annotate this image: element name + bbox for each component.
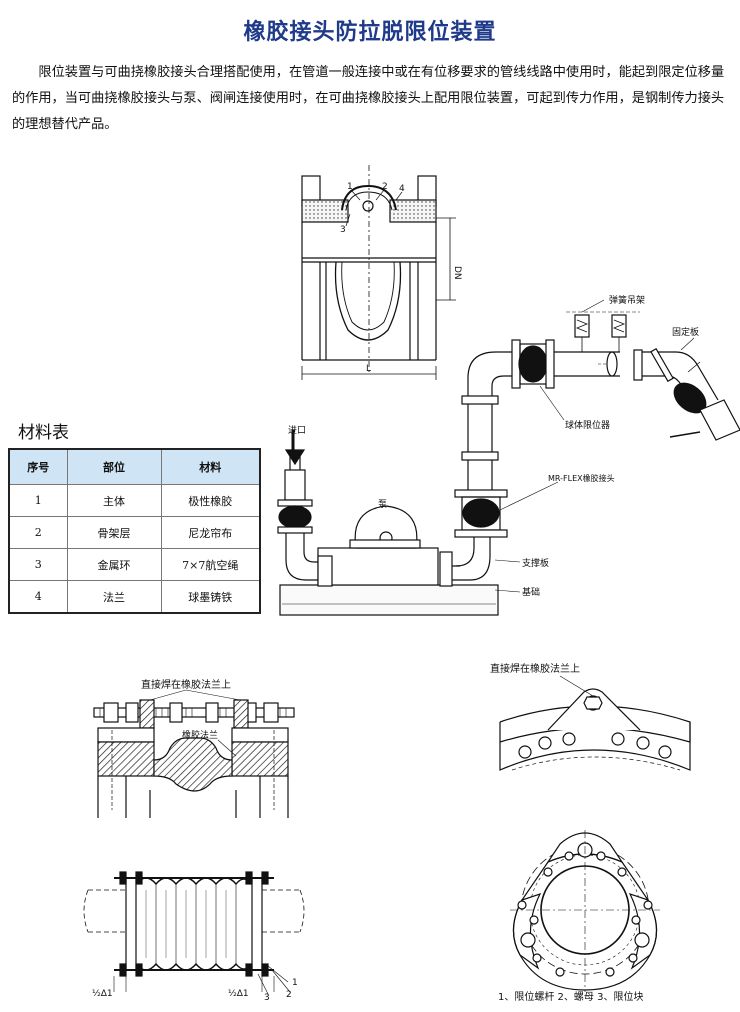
label-support-plate: 支撑板 [522,557,549,569]
rubber-joint-section-drawing [301,165,456,380]
table-row: 2 骨架层 尼龙帘布 [8,516,261,549]
cell-material: 尼龙帘布 [160,516,261,549]
callout-2: 2 [382,182,388,192]
dim-dn-label: DN [452,266,462,280]
cell-part: 金属环 [66,548,162,581]
bellows-callout-1: 1 [292,978,298,988]
table-row: 1 主体 极性橡胶 [8,484,261,517]
materials-table: 序号 部位 材料 1 主体 极性橡胶 2 骨架层 尼龙帘布 3 金属环 7×7航… [8,448,261,614]
bellows-limiter-drawing [83,871,305,995]
cell-index: 3 [8,548,68,581]
table-header-row: 序号 部位 材料 [8,448,261,485]
dim-l-label: L [366,364,371,374]
label-mr-flex: MR-FLEX橡胶接头 [548,473,615,483]
label-rubber-flange: 橡胶法兰 [182,729,218,741]
label-weld-on-flange: 直接焊在橡胶法兰上 [141,678,231,691]
callout-3: 3 [340,225,346,235]
cell-part: 法兰 [66,580,162,614]
table-row: 3 金属环 7×7航空绳 [8,548,261,581]
materials-caption: 材料表 [18,423,69,443]
col-header-part: 部位 [66,448,162,485]
dim-right-gap: ½Δ1 [228,989,249,999]
label-fixed-plate: 固定板 [672,326,699,338]
intro-paragraph: 限位装置与可曲挠橡胶接头合理搭配使用，在管道一般连接中或在有位移要求的管线线路中… [12,60,730,138]
cell-index: 1 [8,484,68,517]
page-title: 橡胶接头防拉脱限位装置 [243,19,497,45]
cell-index: 2 [8,516,68,549]
label-foundation: 基础 [522,586,540,598]
label-ball-limiter: 球体限位器 [565,419,610,431]
cell-material: 极性橡胶 [160,484,261,517]
cell-material: 7×7航空绳 [160,548,261,581]
label-weld-on-flange-2: 直接焊在橡胶法兰上 [490,662,580,675]
col-header-material: 材料 [160,448,261,485]
flange-partial-drawing [499,675,691,771]
bellows-callout-3: 3 [264,993,270,1003]
legend-text: 1、限位螺杆 2、螺母 3、限位块 [498,990,643,1003]
pump-system-drawing [277,299,740,616]
cell-index: 4 [8,580,68,614]
label-inlet: 进口 [288,425,306,436]
table-row: 4 法兰 球墨铸铁 [8,580,261,614]
dim-left-gap: ½Δ1 [92,989,113,999]
label-spring-hanger: 弹簧吊架 [609,294,645,306]
triangle-flange-drawing [510,830,660,992]
cell-part: 主体 [66,484,162,517]
weld-limiter-drawing [93,689,295,818]
callout-4: 4 [399,184,405,194]
label-pump: 泵 [378,499,387,510]
cell-material: 球墨铸铁 [160,580,261,614]
bellows-callout-2: 2 [286,990,292,1000]
intro-text: 限位装置与可曲挠橡胶接头合理搭配使用，在管道一般连接中或在有位移要求的管线线路中… [12,65,725,132]
callout-1: 1 [347,182,353,192]
cell-part: 骨架层 [66,516,162,549]
